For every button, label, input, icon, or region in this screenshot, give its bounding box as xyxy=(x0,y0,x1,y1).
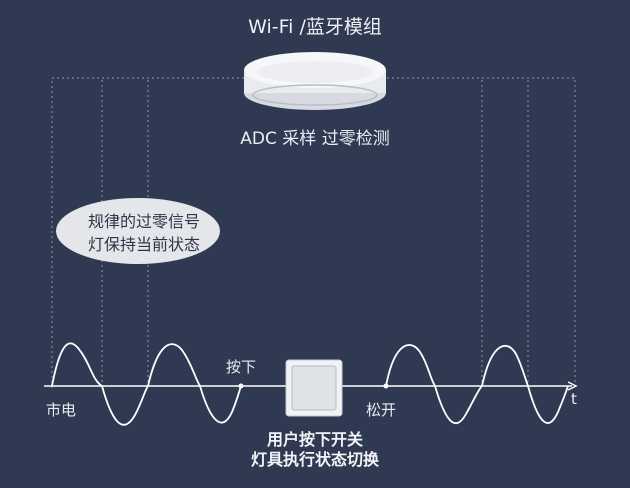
caption-line-1: 用户按下开关 xyxy=(266,430,363,449)
press-point xyxy=(238,383,244,389)
sine-wave-left xyxy=(51,342,242,426)
caption: 用户按下开关 灯具执行状态切换 xyxy=(0,430,630,470)
axis-arrow-icon xyxy=(567,381,578,391)
release-label: 松开 xyxy=(366,401,397,419)
time-axis-label: t xyxy=(571,390,577,408)
caption-line-2: 灯具执行状态切换 xyxy=(250,450,379,469)
status-bubble xyxy=(56,198,220,264)
module-title: Wi-Fi /蓝牙模组 xyxy=(248,16,382,38)
release-point xyxy=(383,383,389,389)
module-device-icon xyxy=(244,52,386,110)
press-label: 按下 xyxy=(226,358,257,376)
adc-sampling-label: ADC 采样 过零检测 xyxy=(240,129,390,149)
bubble-line-2: 灯保持当前状态 xyxy=(87,235,200,254)
bubble-line-1: 规律的过零信号 xyxy=(87,212,200,231)
sine-wave-right xyxy=(385,344,569,425)
bubble-text: 规律的过零信号 灯保持当前状态 xyxy=(54,196,234,270)
wall-switch-icon xyxy=(285,359,343,417)
mains-label: 市电 xyxy=(46,401,77,419)
